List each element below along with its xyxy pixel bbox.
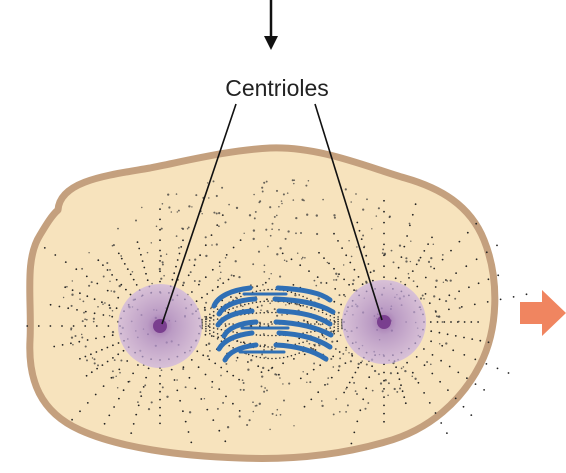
left-centriole (153, 319, 167, 333)
right-arrow-icon (520, 290, 566, 336)
right-centriole (377, 315, 391, 329)
left-centrosome (118, 284, 202, 368)
centrioles-label: Centrioles (225, 75, 329, 101)
down-arrow-icon (264, 0, 278, 50)
cell-membrane (30, 148, 495, 459)
right-centrosome (342, 280, 426, 364)
